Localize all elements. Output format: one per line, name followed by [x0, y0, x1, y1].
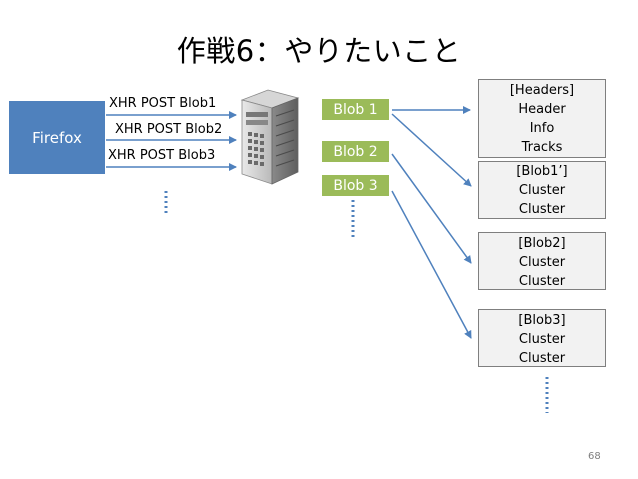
xhr-post-label-3: XHR POST Blob3: [108, 148, 216, 163]
page-number: 68: [588, 451, 601, 462]
segment-line: Cluster: [518, 202, 566, 217]
segment-heading: [Blob1’]: [516, 164, 568, 179]
server-icon: [240, 89, 300, 185]
segment-line: Header: [518, 102, 566, 117]
segment-heading: [Blob3]: [518, 313, 566, 328]
slide-title: 作戦6：やりたいこと: [176, 34, 462, 68]
blob-arrow-2: [391, 153, 472, 264]
segment-line: Cluster: [518, 351, 566, 366]
blob-1-box: Blob 1: [322, 99, 389, 120]
segment-line: Info: [529, 121, 555, 136]
segment-blob3-box: [Blob3] Cluster Cluster: [478, 309, 606, 367]
segment-headers-box: [Headers] Header Info Tracks: [478, 79, 606, 158]
segment-line: Cluster: [518, 332, 566, 347]
segment-heading: [Headers]: [509, 83, 575, 98]
blob-2-box: Blob 2: [322, 141, 389, 162]
xhr-post-label-2: XHR POST Blob2: [115, 122, 223, 137]
segment-heading: [Blob2]: [518, 236, 566, 251]
blob-arrow-1b: [391, 113, 472, 187]
xhr-post-label-1: XHR POST Blob1: [109, 96, 217, 111]
segment-line: Cluster: [518, 183, 566, 198]
segment-line: Tracks: [521, 140, 563, 155]
segment-blob1-box: [Blob1’] Cluster Cluster: [478, 161, 606, 219]
segment-blob2-box: [Blob2] Cluster Cluster: [478, 232, 606, 290]
segment-line: Cluster: [518, 255, 566, 270]
firefox-client-box: Firefox: [9, 101, 105, 174]
blob-3-box: Blob 3: [322, 175, 389, 196]
blob-arrow-3: [391, 190, 472, 339]
segment-line: Cluster: [518, 274, 566, 289]
